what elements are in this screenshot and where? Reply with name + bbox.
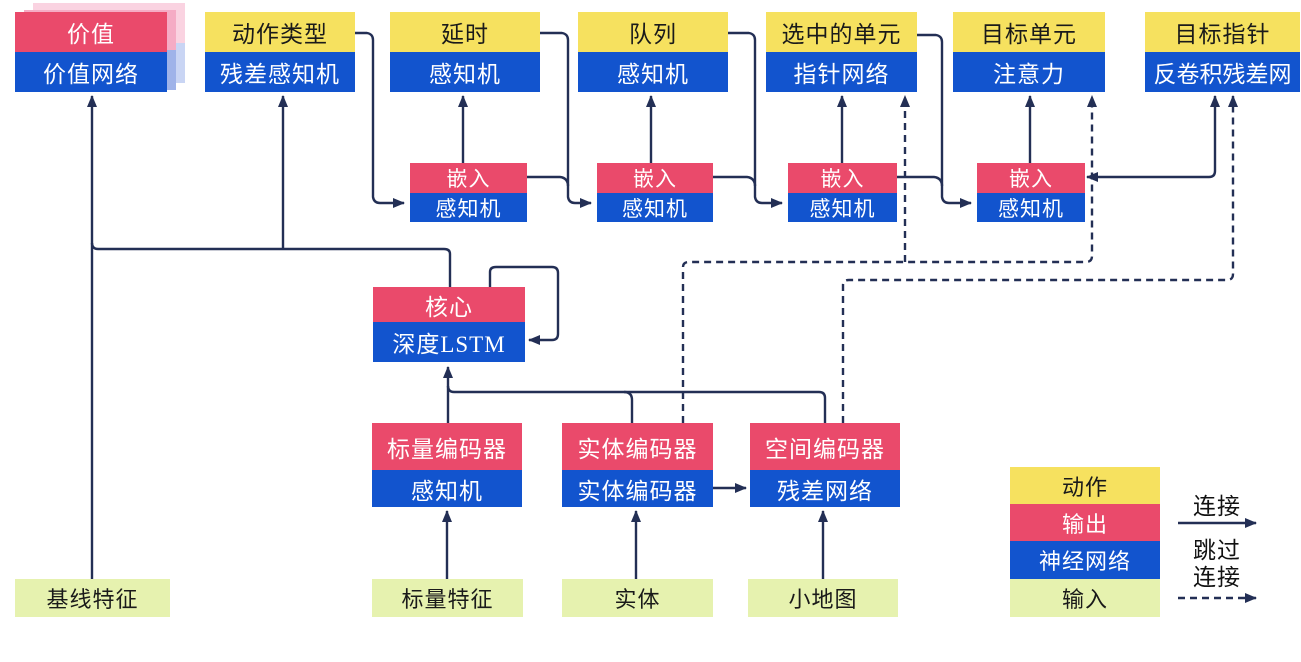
embedding-1-head: 嵌入 <box>410 163 527 193</box>
node-embedding-1: 嵌入 感知机 <box>410 163 527 222</box>
delay-network: 感知机 <box>390 52 540 92</box>
conn-selected-to-embed4 <box>917 33 972 208</box>
action-type-network: 残差感知机 <box>205 52 355 92</box>
node-value: 价值 价值网络 <box>15 12 167 92</box>
node-target-unit: 目标单元 注意力 <box>953 12 1105 92</box>
conn-embed3-join <box>897 175 944 187</box>
queue-network: 感知机 <box>578 52 728 92</box>
scalar-encoder-network: 感知机 <box>372 470 522 507</box>
embedding-3-head: 嵌入 <box>788 163 897 193</box>
node-delay: 延时 感知机 <box>390 12 540 92</box>
node-embedding-4: 嵌入 感知机 <box>977 163 1085 222</box>
conn-queue-to-embed3 <box>728 31 783 208</box>
conn-core-self-loop <box>488 265 560 345</box>
selected-units-network: 指针网络 <box>766 52 917 92</box>
target-point-head: 目标指针 <box>1145 12 1300 52</box>
node-selected-units: 选中的单元 指针网络 <box>766 12 917 92</box>
selected-units-head: 选中的单元 <box>766 12 917 52</box>
conn-encoder-merge <box>446 385 827 423</box>
core-network: 深度LSTM <box>373 322 525 362</box>
legend-output: 输出 <box>1010 504 1160 541</box>
conn-embed2-join <box>713 175 757 187</box>
node-entity-encoder: 实体编码器 实体编码器 <box>562 423 713 507</box>
embedding-2-head: 嵌入 <box>597 163 713 193</box>
legend-connection-label: 连接 <box>1193 494 1241 519</box>
conn-core-output <box>90 242 452 287</box>
skip-spatialenc-to-targetpoint <box>841 95 1238 423</box>
node-queue: 队列 感知机 <box>578 12 728 92</box>
spatial-encoder-head: 空间编码器 <box>750 423 900 470</box>
node-action-type: 动作类型 残差感知机 <box>205 12 355 92</box>
node-target-point: 目标指针 反卷积残差网 <box>1145 12 1300 92</box>
conn-actiontype-to-embed1 <box>355 31 405 208</box>
legend-input: 输入 <box>1010 579 1160 617</box>
conn-delay-to-embed2 <box>540 31 592 208</box>
node-scalar-encoder: 标量编码器 感知机 <box>372 423 522 507</box>
skip-entityenc-to-targetunit <box>681 95 1097 423</box>
action-type-head: 动作类型 <box>205 12 355 52</box>
node-embedding-3: 嵌入 感知机 <box>788 163 897 222</box>
node-baseline-features: 基线特征 <box>15 579 170 617</box>
scalar-encoder-head: 标量编码器 <box>372 423 522 470</box>
node-minimap: 小地图 <box>748 579 898 617</box>
embedding-2-network: 感知机 <box>597 193 713 222</box>
delay-head: 延时 <box>390 12 540 52</box>
baseline-features-label: 基线特征 <box>15 579 170 617</box>
legend-swatches: 动作 输出 神经网络 输入 <box>1010 467 1160 617</box>
core-head: 核心 <box>373 287 525 322</box>
target-unit-head: 目标单元 <box>953 12 1105 52</box>
minimap-label: 小地图 <box>748 579 898 617</box>
queue-head: 队列 <box>578 12 728 52</box>
embedding-3-network: 感知机 <box>788 193 897 222</box>
scalar-features-label: 标量特征 <box>372 579 523 617</box>
conn-embed4-targetpoint <box>1086 95 1220 182</box>
node-embedding-2: 嵌入 感知机 <box>597 163 713 222</box>
conn-embed1-join <box>527 175 570 187</box>
target-unit-network: 注意力 <box>953 52 1105 92</box>
legend-action: 动作 <box>1010 467 1160 504</box>
node-entities: 实体 <box>562 579 713 617</box>
value-head: 价值 <box>15 12 167 52</box>
conn-entityenc-join <box>623 390 634 423</box>
value-network: 价值网络 <box>15 52 167 92</box>
embedding-4-network: 感知机 <box>977 193 1085 222</box>
embedding-1-network: 感知机 <box>410 193 527 222</box>
node-spatial-encoder: 空间编码器 残差网络 <box>750 423 900 507</box>
legend-neural-network: 神经网络 <box>1010 541 1160 579</box>
node-scalar-features: 标量特征 <box>372 579 523 617</box>
entities-label: 实体 <box>562 579 713 617</box>
embedding-4-head: 嵌入 <box>977 163 1085 193</box>
target-point-network: 反卷积残差网 <box>1145 52 1300 92</box>
spatial-encoder-network: 残差网络 <box>750 470 900 507</box>
entity-encoder-network: 实体编码器 <box>562 470 713 507</box>
legend-skip-connection-label: 跳过连接 <box>1193 538 1241 590</box>
node-core: 核心 深度LSTM <box>373 287 525 362</box>
entity-encoder-head: 实体编码器 <box>562 423 713 470</box>
